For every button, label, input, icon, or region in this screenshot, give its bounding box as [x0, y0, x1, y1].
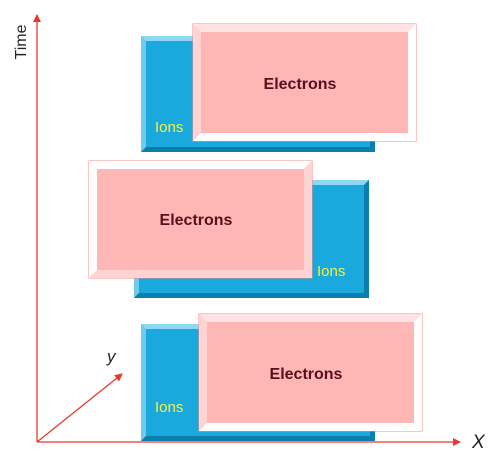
electrons-slab: Electrons: [198, 313, 423, 432]
panel-top: Ions Electrons: [141, 23, 417, 152]
electrons-label: Electrons: [270, 366, 343, 383]
x-axis-label: X: [471, 432, 486, 453]
time-axis-label: Time: [13, 24, 30, 59]
ions-label: Ions: [155, 119, 183, 136]
electrons-slab: Electrons: [88, 160, 313, 279]
axes: Time X y: [13, 14, 486, 453]
electrons-slab: Electrons: [192, 23, 417, 142]
ions-label: Ions: [155, 399, 183, 416]
panel-middle: Ions Electrons: [88, 160, 369, 298]
y-axis-arrow: [36, 373, 123, 443]
y-axis-label: y: [106, 347, 117, 366]
panel-bottom: Ions Electrons: [141, 313, 423, 441]
electrons-label: Electrons: [264, 76, 337, 93]
electrons-label: Electrons: [160, 212, 233, 229]
ions-label: Ions: [317, 263, 345, 280]
